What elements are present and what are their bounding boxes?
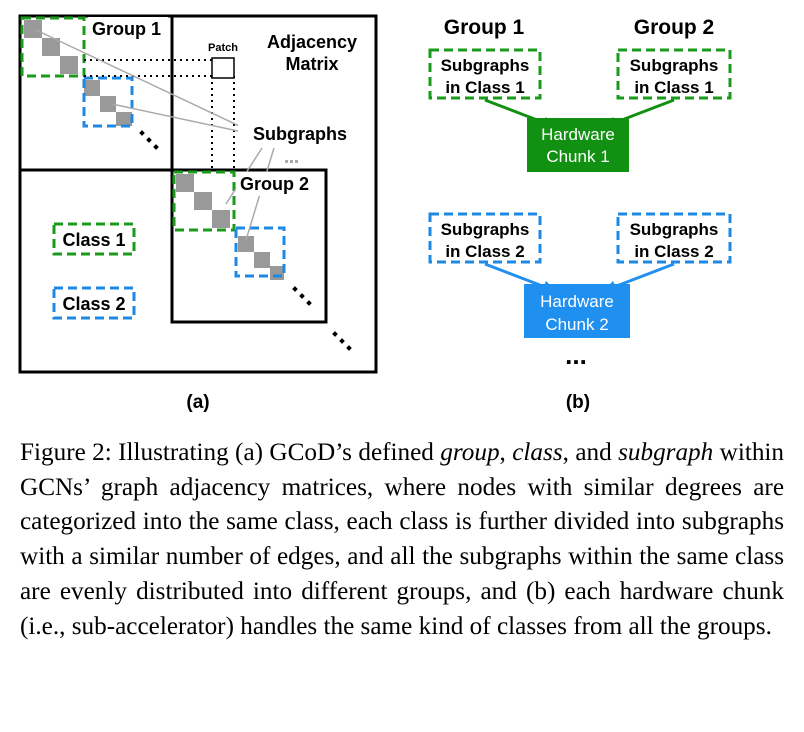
hardware-chunk1-line2: Chunk 1 — [546, 147, 609, 166]
matrix-label: Matrix — [285, 54, 338, 74]
caption-term-subgraph: subgraph — [618, 439, 714, 466]
group2-label: Group 2 — [240, 174, 309, 194]
panel-a-sublabel: (a) — [186, 392, 209, 413]
subgraph-class2-group2-box — [234, 226, 286, 278]
group1-label: Group 1 — [92, 19, 161, 39]
group2-header: Group 2 — [634, 16, 715, 39]
group1-header: Group 1 — [444, 16, 525, 39]
subgraph-class1-group1-box — [20, 16, 86, 78]
legend-class1-box — [52, 222, 136, 256]
chunk-ellipsis: ... — [565, 340, 587, 370]
diagonal-ellipsis-3 — [332, 331, 352, 351]
group1-class2-line1: Subgraphs — [441, 220, 530, 239]
caption-term-class: class — [512, 439, 563, 466]
hardware-chunk2-line1: Hardware — [540, 292, 614, 311]
group1-class1-line1: Subgraphs — [441, 56, 530, 75]
subgraphs-label: Subgraphs — [253, 124, 347, 144]
figure-2-diagram: Group 1 Patch Adjacency Matrix Subgraphs… — [18, 14, 732, 413]
caption-sep2: , and — [562, 439, 619, 466]
group2-class1-line1: Subgraphs — [630, 56, 719, 75]
patch-label: Patch — [208, 42, 238, 54]
hardware-chunk2 — [524, 284, 630, 338]
diagonal-ellipsis-2 — [292, 286, 312, 306]
legend-class2-label: Class 2 — [62, 294, 125, 314]
patch-square — [211, 57, 235, 79]
group1-block — [18, 14, 174, 172]
group1-class1-subgraphs-box — [428, 48, 542, 100]
group2-class2-line2: in Class 2 — [634, 242, 713, 261]
group2-class1-line2: in Class 1 — [634, 78, 713, 97]
group2-class1-subgraphs-box — [616, 48, 732, 100]
group2-class2-subgraphs-box — [616, 212, 732, 264]
group2-class2-line1: Subgraphs — [630, 220, 719, 239]
hardware-chunk2-line2: Chunk 2 — [545, 315, 608, 334]
panel-b-hardware-mapping: Group 1 Group 2 Subgraphs in Class 1 Sub… — [428, 16, 732, 413]
subgraphs-ellipsis — [285, 160, 298, 163]
legend-class2-box — [52, 286, 136, 320]
figure-caption: Figure 2: Illustrating (a) GCoD’s define… — [20, 436, 784, 644]
panel-b-sublabel: (b) — [566, 392, 590, 413]
group1-class1-line2: in Class 1 — [445, 78, 524, 97]
subgraph-class2-group1-box — [82, 76, 134, 128]
adjacency-matrix-outer — [18, 14, 378, 374]
hardware-chunk1 — [527, 118, 629, 172]
adjacency-label: Adjacency — [267, 32, 357, 52]
caption-sep1: , — [499, 439, 513, 466]
panel-a-adjacency-matrix: Group 1 Patch Adjacency Matrix Subgraphs… — [18, 14, 378, 413]
caption-term-group: group — [440, 439, 500, 466]
group1-class2-subgraphs-box — [428, 212, 542, 264]
diagonal-cells-group1 — [24, 20, 132, 126]
legend-class1-label: Class 1 — [62, 230, 125, 250]
caption-prefix: Figure 2: Illustrating (a) GCoD’s define… — [20, 439, 441, 466]
subgraphs-leader-lines — [35, 29, 275, 241]
group1-class2-line2: in Class 2 — [445, 242, 524, 261]
diagonal-cells-group2 — [176, 174, 284, 280]
diagonal-ellipsis-1 — [139, 130, 159, 150]
hardware-chunk1-line1: Hardware — [541, 125, 615, 144]
group2-block — [170, 168, 328, 324]
caption-body: within GCNs’ graph adjacency matrices, w… — [20, 439, 785, 640]
subgraph-class1-group2-box — [172, 170, 236, 232]
